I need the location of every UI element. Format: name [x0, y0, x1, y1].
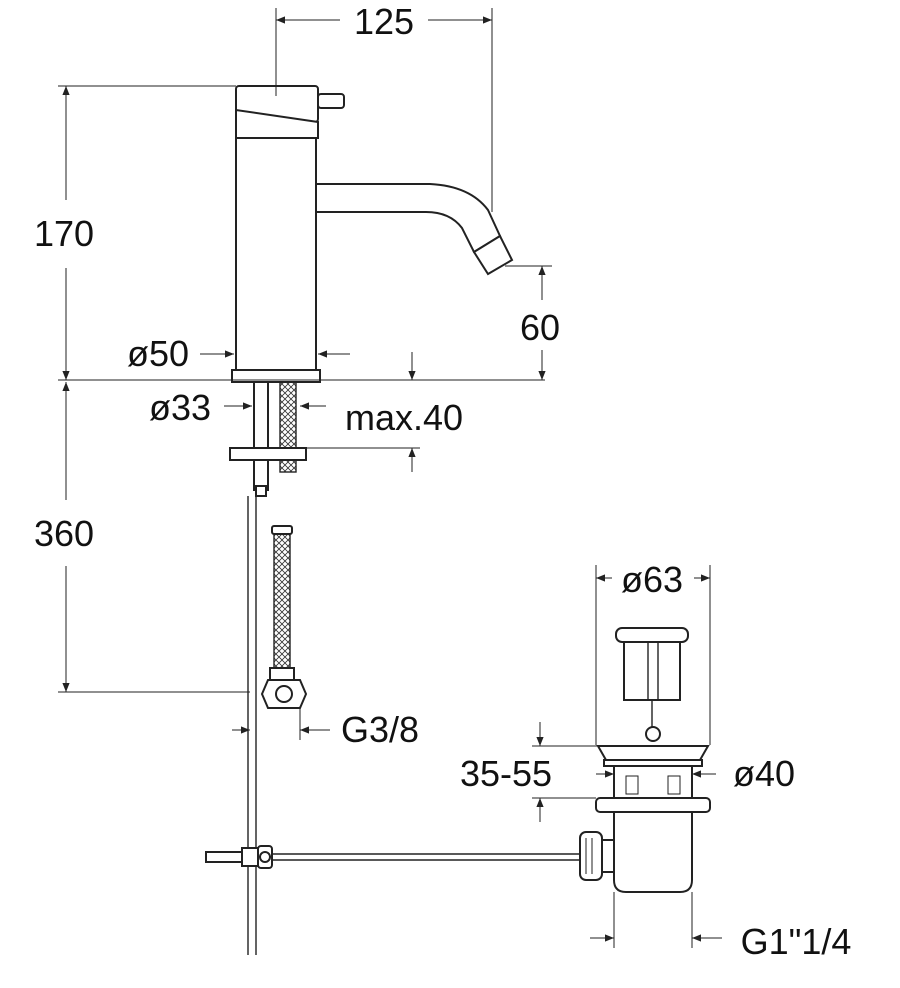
- plug-eye: [645, 726, 661, 742]
- faucet-aerator: [472, 234, 514, 276]
- dim-connection-hose: G3/8: [341, 709, 419, 750]
- faucet-lever: [317, 93, 345, 109]
- pull-rod: [205, 496, 580, 955]
- dim-diameter-waste: ø40: [733, 753, 795, 794]
- faucet-body: [235, 137, 317, 371]
- dim-max-thickness: max.40: [345, 397, 463, 438]
- hose-connector: [269, 667, 295, 681]
- waste-body-upper: [613, 765, 693, 799]
- plug-cap: [615, 627, 689, 643]
- dim-height-spout: 60: [520, 307, 560, 348]
- faucet-spout: [315, 183, 502, 254]
- dim-height-lower: 360: [34, 513, 94, 554]
- dimension-lines: [58, 8, 722, 948]
- faucet: [229, 85, 514, 709]
- waste-flange: [596, 745, 710, 761]
- dimension-labels: 125 170 60 ø50 ø33 max.40 360 G3/8 ø63 3…: [34, 1, 851, 962]
- hose-lower: [273, 529, 291, 671]
- plug-body: [623, 641, 681, 701]
- fixing-plate: [229, 447, 307, 461]
- dim-range-waste: 35-55: [460, 753, 552, 794]
- dim-diameter-shank: ø33: [149, 387, 211, 428]
- dim-diameter-plug: ø63: [621, 559, 683, 600]
- faucet-base: [231, 369, 321, 383]
- waste-valve: [579, 627, 711, 893]
- dim-height-upper: 170: [34, 213, 94, 254]
- faucet-shank: [253, 381, 269, 453]
- faucet-collar: [235, 108, 319, 139]
- dim-width-top: 125: [354, 1, 414, 42]
- waste-nut: [595, 797, 711, 813]
- overflow-connector: [579, 831, 603, 881]
- dim-diameter-body: ø50: [127, 333, 189, 374]
- dim-connection-waste: G1"1/4: [741, 921, 852, 962]
- rod-tip: [255, 485, 267, 497]
- waste-tail: [613, 811, 693, 893]
